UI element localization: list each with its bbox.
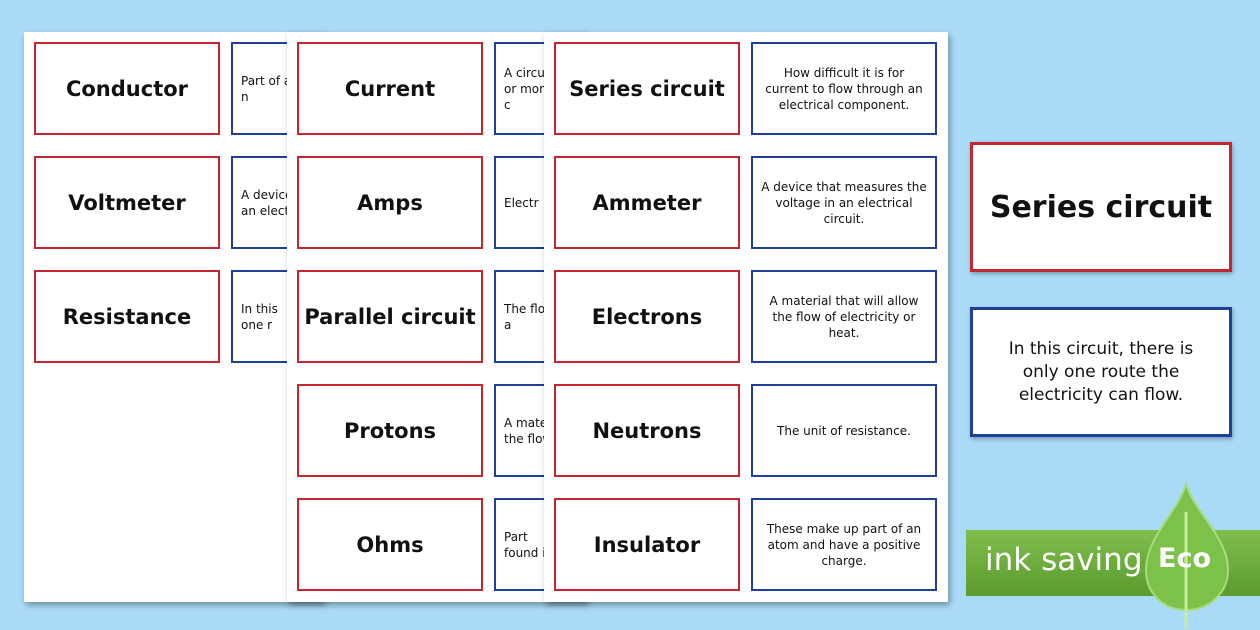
definition-card: How difficult it is for current to flow … — [751, 42, 937, 135]
term-label: Protons — [343, 418, 437, 443]
term-card: Current — [297, 42, 483, 135]
term-label: Current — [344, 76, 436, 101]
definition-text: In this one r — [241, 301, 278, 332]
term-label: Conductor — [65, 76, 189, 101]
featured-definition-card: In this circuit, there is only one route… — [970, 307, 1232, 437]
term-label: Electrons — [591, 304, 703, 329]
definition-text: How difficult it is for current to flow … — [765, 65, 923, 112]
ink-saving-label: ink saving — [985, 542, 1143, 578]
term-card: Parallel circuit — [297, 270, 483, 363]
term-label: Neutrons — [592, 418, 702, 443]
featured-term-label: Series circuit — [989, 189, 1213, 225]
definition-card: The unit of resistance. — [751, 384, 937, 477]
definition-text: A material that will allow the flow of e… — [769, 293, 919, 340]
term-label: Amps — [357, 190, 423, 215]
worksheet-page-2: Current A circu or more c Amps Electr Pa… — [287, 32, 587, 602]
term-card: Conductor — [34, 42, 220, 135]
worksheet-page-3: Series circuit How difficult it is for c… — [544, 32, 948, 602]
term-card: Electrons — [554, 270, 740, 363]
definition-text: The flo a — [504, 301, 546, 332]
term-card: Ohms — [297, 498, 483, 591]
definition-text: Part found i — [504, 529, 546, 560]
term-card: Amps — [297, 156, 483, 249]
definition-text: Part of a n — [241, 73, 291, 104]
term-label: Parallel circuit — [304, 304, 476, 329]
definition-text: A device an elect — [241, 187, 293, 218]
definition-text: A device that measures the voltage in an… — [761, 179, 927, 226]
term-label: Ammeter — [592, 190, 702, 215]
eco-label: Eco — [1158, 543, 1211, 574]
term-card: Insulator — [554, 498, 740, 591]
term-label: Voltmeter — [68, 190, 186, 215]
leaf-icon — [1144, 482, 1230, 628]
term-card: Resistance — [34, 270, 220, 363]
definition-card: These make up part of an atom and have a… — [751, 498, 937, 591]
term-card: Neutrons — [554, 384, 740, 477]
term-card: Series circuit — [554, 42, 740, 135]
worksheet-page-1: Conductor Part of a n Voltmeter A device… — [24, 32, 324, 602]
term-label: Ohms — [356, 532, 424, 557]
featured-definition-text: In this circuit, there is only one route… — [1008, 338, 1194, 405]
definition-text: A circu or more c — [504, 65, 552, 112]
definition-text: These make up part of an atom and have a… — [766, 521, 922, 568]
featured-term-card: Series circuit — [970, 142, 1232, 272]
term-card: Voltmeter — [34, 156, 220, 249]
term-label: Resistance — [62, 304, 192, 329]
term-label: Insulator — [593, 532, 701, 557]
term-card: Ammeter — [554, 156, 740, 249]
definition-card: A device that measures the voltage in an… — [751, 156, 937, 249]
definition-card: A material that will allow the flow of e… — [751, 270, 937, 363]
definition-text: The unit of resistance. — [777, 423, 911, 438]
definition-text: Electr — [504, 195, 539, 210]
term-card: Protons — [297, 384, 483, 477]
term-label: Series circuit — [569, 76, 725, 101]
